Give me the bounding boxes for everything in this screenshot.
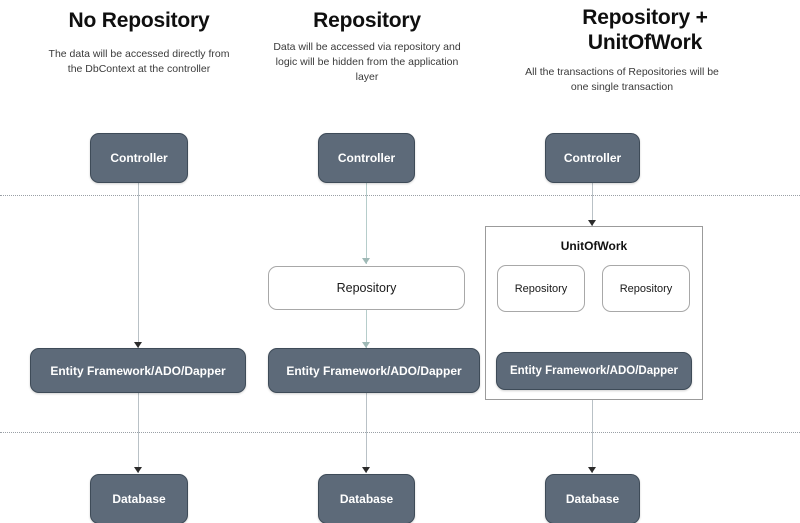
column-2-subtitle: Data will be accessed via repository and…: [273, 41, 461, 83]
node-c3-database[interactable]: Database: [545, 474, 640, 523]
connector-c1-controller-to-ef: [138, 182, 139, 348]
node-c2-controller[interactable]: Controller: [318, 133, 415, 183]
node-c2-entity-framework[interactable]: Entity Framework/ADO/Dapper: [268, 348, 480, 393]
node-c1-database[interactable]: Database: [90, 474, 188, 523]
node-label: Controller: [110, 151, 168, 165]
node-c3-repository-2[interactable]: Repository: [602, 265, 690, 312]
arrowhead-c2-database: [362, 467, 370, 473]
column-1-heading: No Repository: [68, 9, 210, 32]
arrowhead-c2-ef: [362, 342, 370, 348]
layer-separator-top: [0, 195, 800, 196]
arrowhead-c1-database: [134, 467, 142, 473]
node-c3-repository-1[interactable]: Repository: [497, 265, 585, 312]
node-label: Repository: [514, 282, 568, 295]
node-label: Database: [339, 492, 394, 506]
node-label: Entity Framework/ADO/Dapper: [50, 363, 226, 378]
connector-c3-controller-to-unitofwork: [592, 182, 593, 230]
node-c3-entity-framework[interactable]: Entity Framework/ADO/Dapper: [496, 352, 692, 390]
arrowhead-c2-repository: [362, 258, 370, 264]
node-label: Entity Framework/ADO/Dapper: [286, 363, 462, 378]
arrowhead-c3-database: [588, 467, 596, 473]
node-label: Controller: [563, 151, 622, 165]
column-1-subtitle: The data will be accessed directly from …: [48, 48, 230, 75]
column-3-heading-line-1: Repository +: [582, 6, 708, 29]
arrowhead-c1-ef: [134, 342, 142, 348]
connector-c1-ef-to-database: [138, 393, 139, 473]
column-3-heading-line-2: UnitOfWork: [587, 31, 703, 54]
column-2-heading: Repository: [313, 9, 421, 32]
node-label: Repository: [619, 282, 673, 295]
connector-c3-unitofwork-to-database: [592, 400, 593, 473]
node-c2-repository[interactable]: Repository: [268, 266, 465, 310]
node-c1-entity-framework[interactable]: Entity Framework/ADO/Dapper: [30, 348, 246, 393]
node-label: Database: [112, 492, 166, 506]
node-c3-controller[interactable]: Controller: [545, 133, 640, 183]
connector-c2-ef-to-database: [366, 393, 367, 473]
node-label: Entity Framework/ADO/Dapper: [509, 365, 679, 377]
node-label: Repository: [336, 281, 397, 295]
layer-separator-bottom: [0, 432, 800, 433]
column-3-subtitle: All the transactions of Repositories wil…: [525, 66, 719, 93]
node-label: Controller: [337, 151, 396, 165]
unitofwork-label: UnitOfWork: [560, 239, 628, 253]
node-label: Database: [565, 492, 620, 506]
arrowhead-c3-unitofwork: [588, 220, 596, 226]
node-c2-database[interactable]: Database: [318, 474, 415, 523]
node-c1-controller[interactable]: Controller: [90, 133, 188, 183]
connector-c2-controller-to-repository: [366, 182, 367, 264]
connector-c2-repository-to-ef: [366, 310, 367, 350]
